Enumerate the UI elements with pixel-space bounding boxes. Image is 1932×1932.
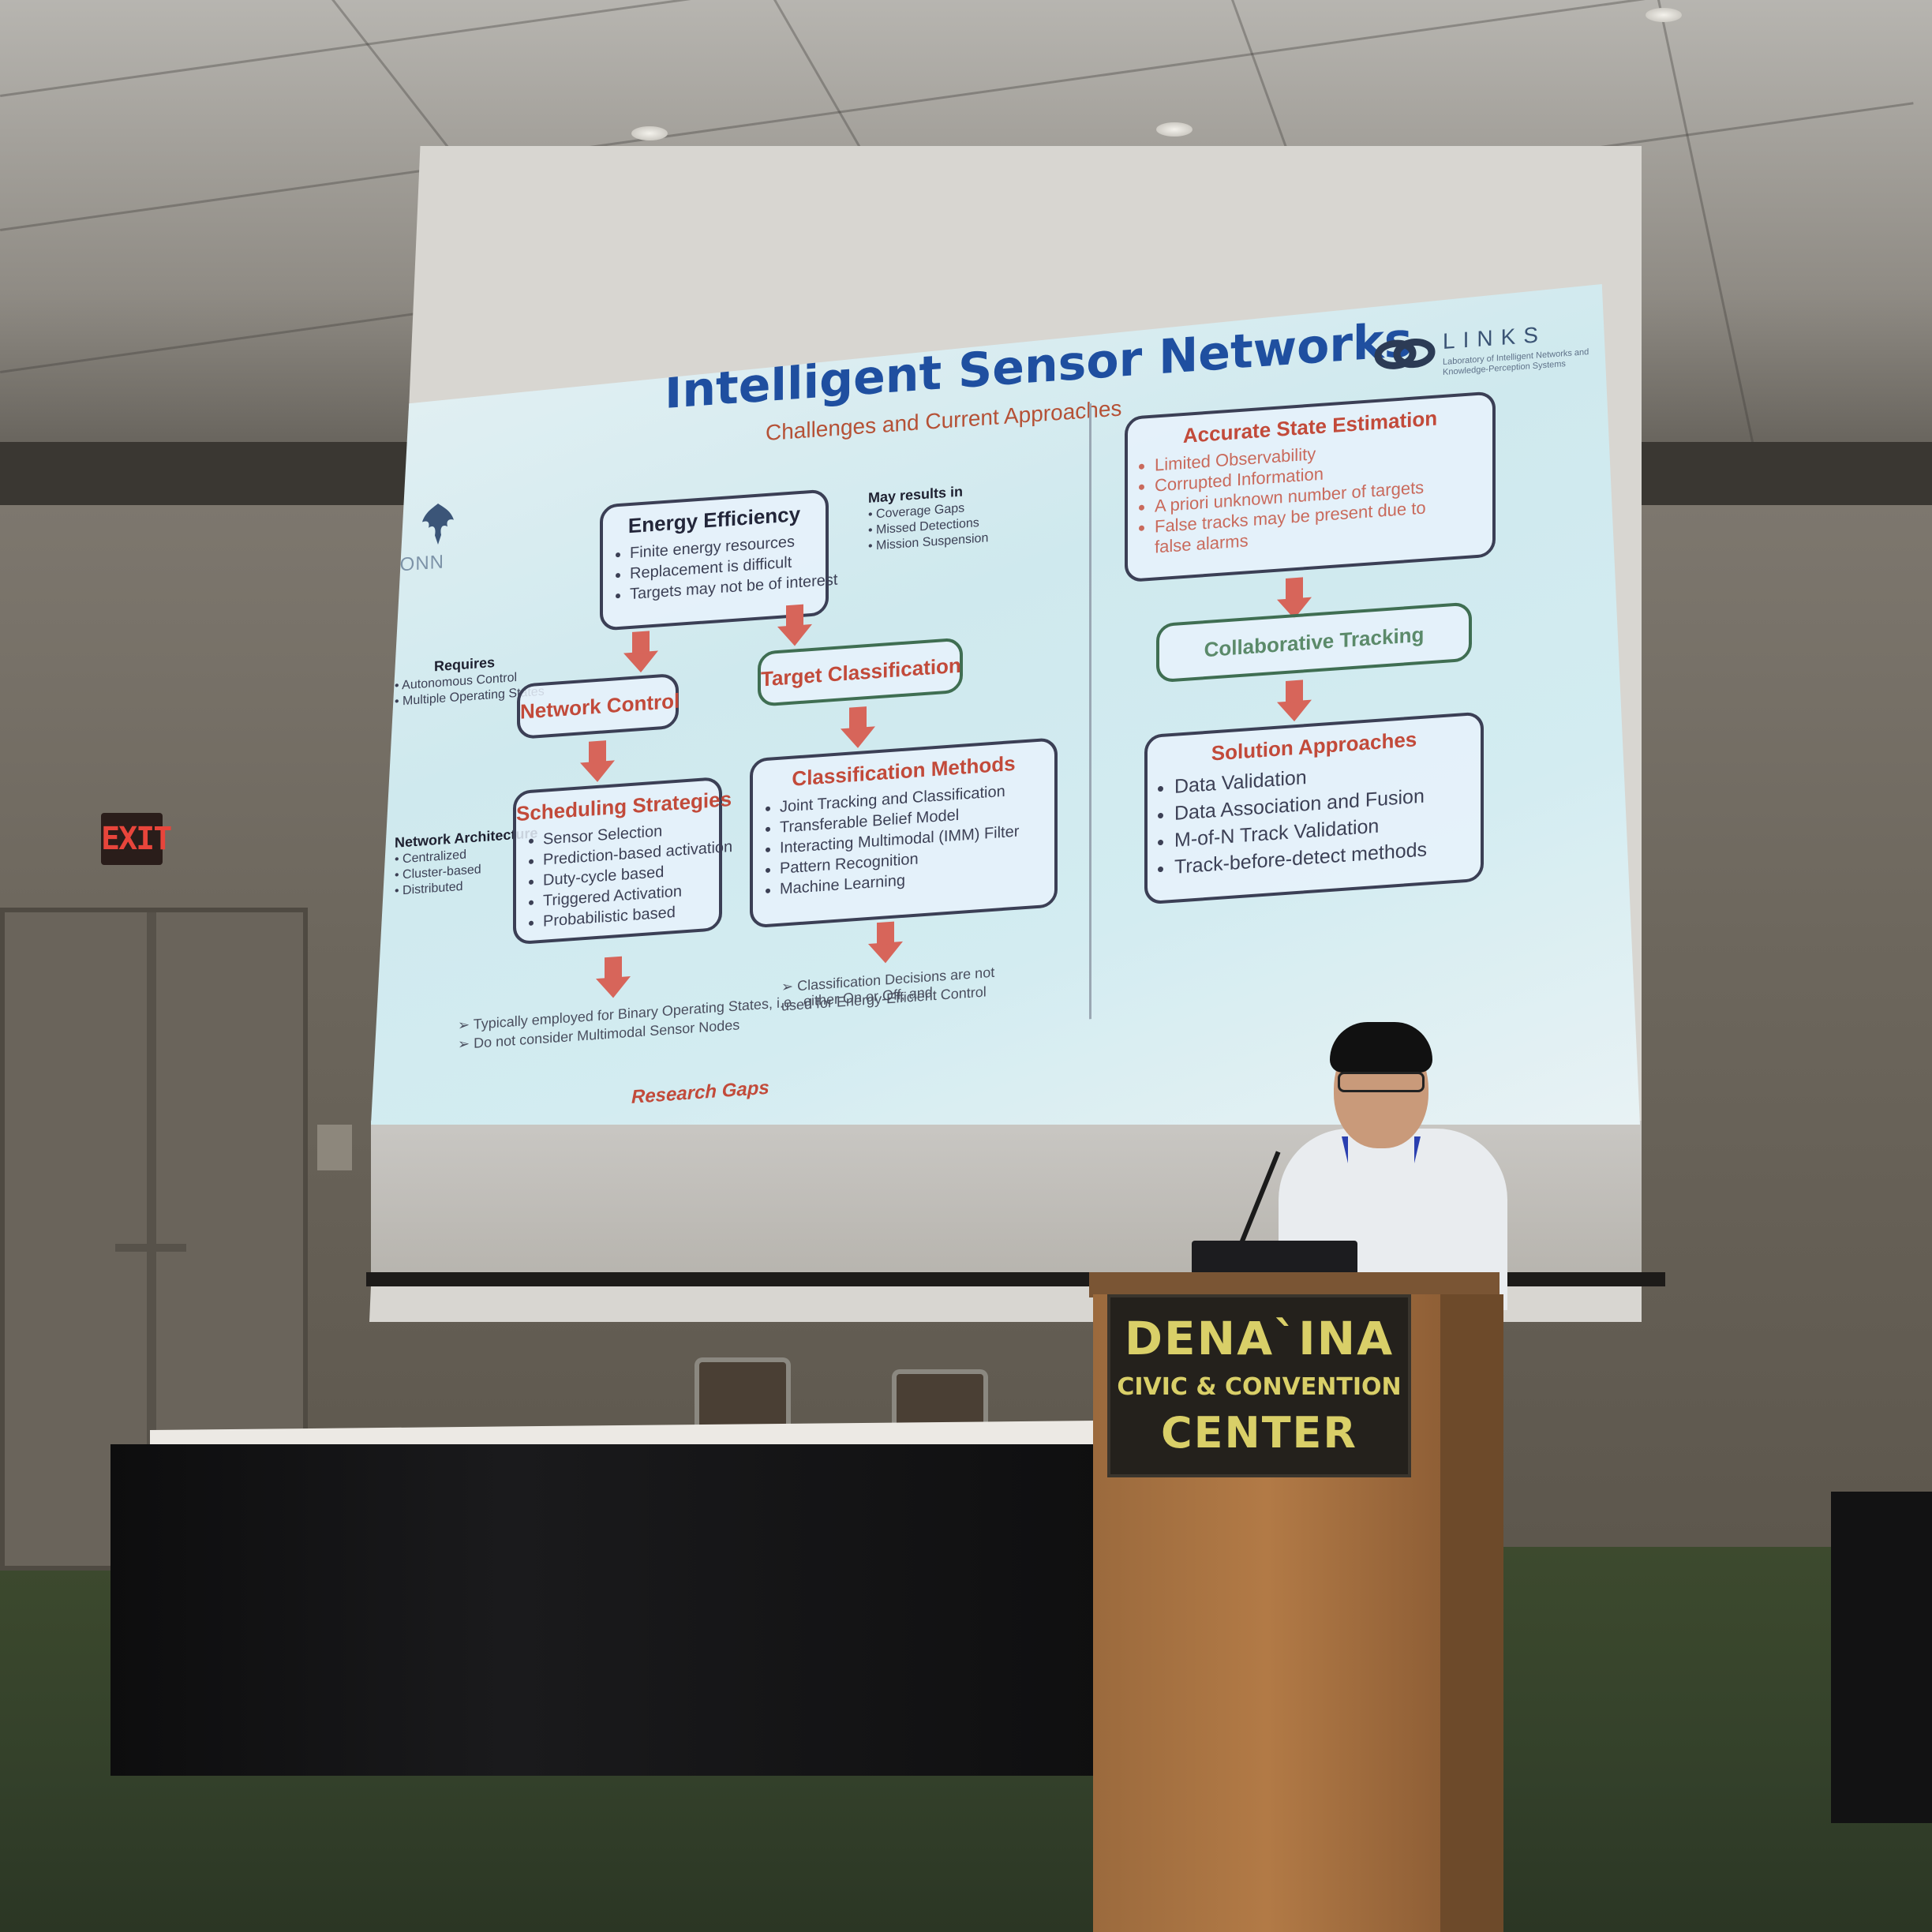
podium-sign-line-3: CENTER [1160,1408,1357,1458]
classification-methods-box: Classification Methods Joint Tracking an… [750,737,1058,929]
solution-approaches-box: Solution Approaches Data Validation Data… [1144,711,1484,905]
collaborative-tracking-heading: Collaborative Tracking [1204,622,1425,662]
slide-divider [1089,403,1091,1020]
collaborative-tracking-box: Collaborative Tracking [1156,601,1472,683]
side-table [1831,1492,1932,1823]
podium-sign-line-1: DENA`INA [1124,1312,1395,1365]
target-classification-box: Target Classification [758,637,963,707]
wall-switch-plate [317,1125,352,1170]
list-item: Distributed [402,879,463,898]
podium-sign-line-2: CIVIC & CONVENTION [1117,1373,1402,1401]
flow-arrow-icon [580,760,615,784]
flow-arrow-icon [841,726,875,750]
list-item: Cluster-based [402,863,481,882]
scheduling-strategies-box: Scheduling Strategies Sensor Selection P… [513,776,732,945]
gap-line: Classification Decisions are not used fo… [781,964,995,1014]
ceiling-light [1646,8,1682,22]
uconn-oak-leaf-icon [422,504,454,545]
may-results-note: May results in • Coverage Gaps • Missed … [868,483,989,553]
presentation-slide: Intelligent Sensor Networks Challenges a… [371,284,1640,1125]
target-classification-heading: Target Classification [761,653,961,691]
laptop [1192,1241,1357,1275]
flow-arrow-icon [623,650,658,674]
research-gaps-label: Research Gaps [631,1076,769,1108]
flow-arrow-icon [1277,699,1312,723]
podium-top [1089,1272,1500,1297]
list-item: Centralized [402,848,466,867]
ceiling-light [631,126,668,140]
exit-sign-text: EXIT [101,821,172,857]
network-control-heading: Network Control [520,688,680,724]
exit-sign: EXIT [101,813,172,865]
podium-side [1440,1294,1503,1932]
flow-arrow-icon [777,623,812,647]
glasses [1338,1072,1425,1092]
ceiling-light [1156,122,1193,137]
links-logo-text: LINKS [1443,321,1546,354]
flow-arrow-icon [596,975,631,1000]
links-chain-icon [1374,338,1436,369]
speaker-hair [1330,1022,1432,1073]
flow-arrow-icon [868,941,903,964]
network-control-box: Network Control [517,672,680,740]
state-estimation-box: Accurate State Estimation Limited Observ… [1125,391,1496,583]
podium-sign: DENA`INA CIVIC & CONVENTION CENTER [1107,1294,1411,1477]
requires-heading: Requires [434,654,496,675]
table-skirt [110,1444,1105,1776]
